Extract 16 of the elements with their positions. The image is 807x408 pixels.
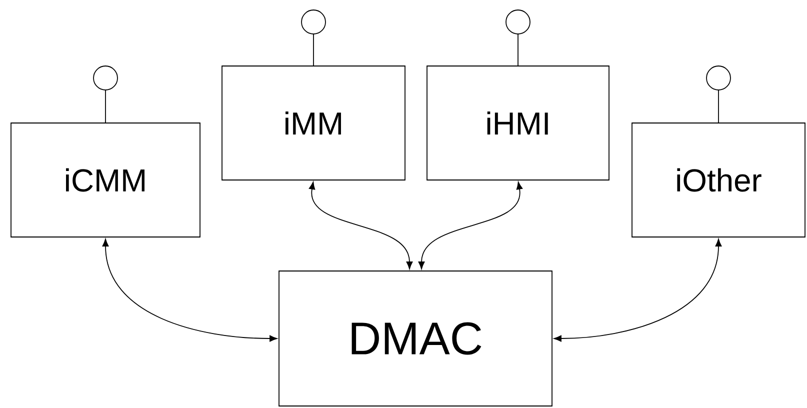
component-box: iOther (632, 122, 806, 238)
component-box: DMAC (278, 270, 552, 406)
component-box: iCMM (10, 122, 200, 238)
interface-line (105, 90, 106, 123)
component-box: iHMI (426, 66, 610, 180)
interface-line (313, 34, 314, 66)
interface-circle (706, 66, 731, 90)
arrow (102, 238, 278, 342)
interface-circle (93, 66, 118, 90)
arrow (308, 182, 413, 270)
interface-circle (506, 10, 530, 34)
component-box: iMM (222, 66, 406, 180)
interface-line (718, 90, 719, 123)
arrow (418, 182, 523, 270)
arrow (554, 238, 722, 342)
interface-circle (301, 10, 326, 34)
